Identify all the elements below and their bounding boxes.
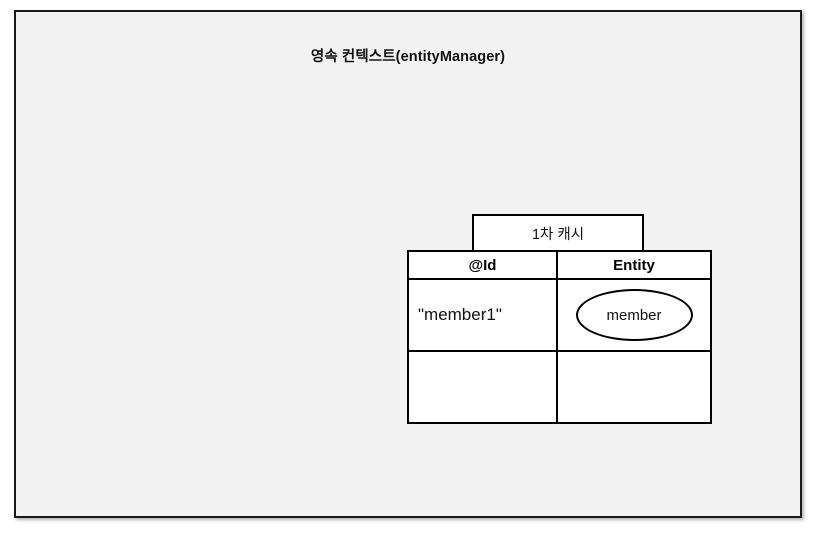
first-level-cache-group: 1차 캐시 @Id Entity "member1" bbox=[407, 214, 712, 424]
first-level-cache-tab: 1차 캐시 bbox=[472, 214, 644, 252]
first-level-cache-table: @Id Entity "member1" member bbox=[407, 250, 712, 424]
table-header-row: @Id Entity bbox=[407, 250, 712, 280]
cell-entity-empty bbox=[556, 350, 712, 424]
cell-id-empty bbox=[407, 350, 558, 424]
entity-cell-inner: member bbox=[558, 280, 710, 350]
cell-id: "member1" bbox=[407, 278, 558, 352]
entity-ellipse: member bbox=[575, 289, 693, 341]
table-row: "member1" member bbox=[407, 278, 712, 352]
entity-cell-inner bbox=[558, 352, 710, 422]
page-title: 영속 컨텍스트(entityManager) bbox=[310, 49, 506, 65]
persistence-context-box: 영속 컨텍스트(entityManager) 1차 캐시 @Id Entity … bbox=[14, 10, 802, 518]
entity-ellipse-label: member bbox=[606, 306, 662, 324]
first-level-cache-tab-label: 1차 캐시 bbox=[531, 226, 585, 243]
cell-entity: member bbox=[556, 278, 712, 352]
cell-id-value: "member1" bbox=[418, 305, 502, 324]
column-header-entity: Entity bbox=[556, 250, 712, 280]
table-row bbox=[407, 350, 712, 424]
column-header-id: @Id bbox=[407, 250, 558, 280]
